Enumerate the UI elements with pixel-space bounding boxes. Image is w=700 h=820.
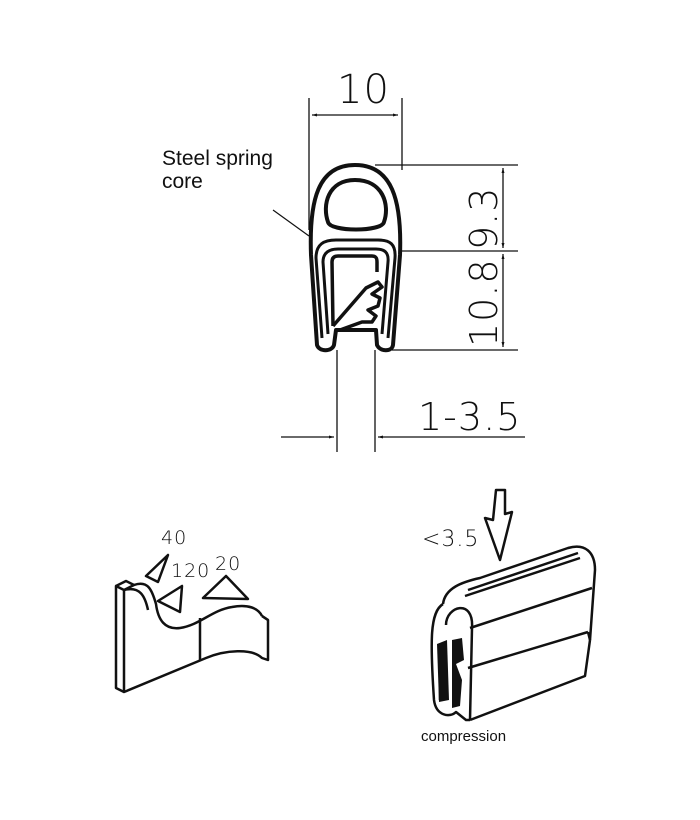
compression-force-label: <3.5 <box>422 527 480 552</box>
compression-caption: compression <box>421 728 507 745</box>
seal-profile <box>308 163 403 353</box>
angle-40-label: 40 <box>161 527 188 549</box>
compression-detail-drawing <box>430 488 597 722</box>
inner-cavity <box>330 254 384 332</box>
width-dimension-value: 10 <box>337 67 390 113</box>
angle-20-label: 20 <box>215 553 242 575</box>
steel-spring-core-label: Steel spring core <box>162 147 273 193</box>
total-height-dimension-value: 10.8 <box>462 258 506 347</box>
fin-detail-drawing <box>114 553 270 694</box>
angle-120-label: 120 <box>171 560 211 582</box>
compression-core-fill <box>437 638 464 708</box>
clamp-range-dimension <box>281 350 525 452</box>
callout-line-1: Steel spring <box>162 147 273 170</box>
callout-line-2: core <box>162 170 203 193</box>
steel-core <box>314 238 397 339</box>
clamp-range-dimension-value: 1-3.5 <box>418 395 522 439</box>
width-dimension <box>308 98 403 230</box>
upper-height-dimension-value: 9.3 <box>462 186 506 250</box>
height-dimensions <box>375 164 518 351</box>
callout-leader <box>272 209 310 237</box>
